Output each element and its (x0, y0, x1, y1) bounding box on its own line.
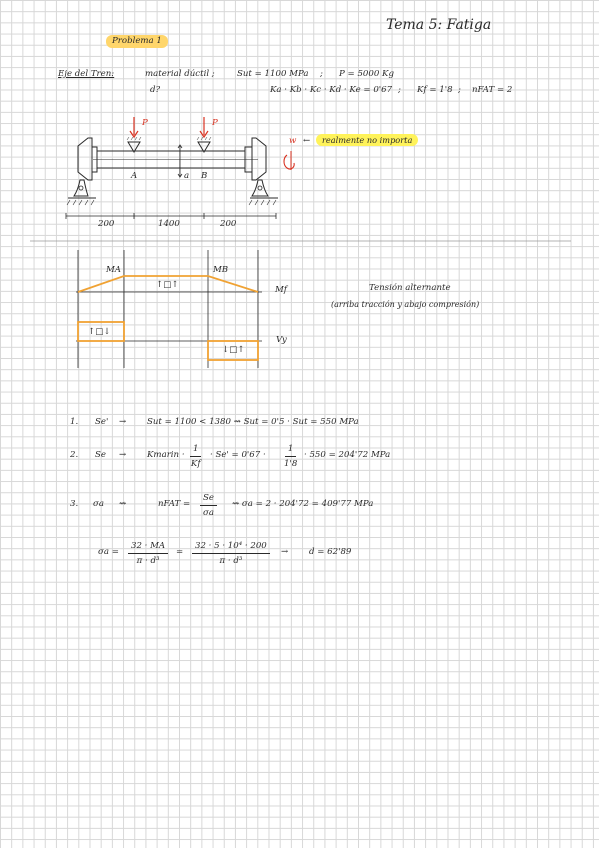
step-3-frac-denominator: σa (202, 508, 214, 518)
step-2-post: · 550 = 204'72 MPa (304, 450, 391, 460)
final-fraction-1: 32 · MA π · d³ (128, 541, 169, 566)
right-hub (244, 146, 253, 173)
mb-label: MB (213, 265, 229, 275)
statement-sep-1: ; (320, 69, 323, 79)
right-box-symbol: ↓□↑ (222, 345, 245, 355)
step-2-mid: · Se' = 0'67 · (210, 450, 266, 460)
omega-label: w (289, 136, 297, 146)
moment-curve (77, 275, 259, 293)
statement-factors: Ka · Kb · Kc · Kd · Ke = 0'67 (270, 85, 393, 95)
step-2-pre: Kmarin · (147, 450, 185, 460)
load-label-right: P (212, 118, 218, 128)
statement-label: Eje del Tren: (58, 69, 115, 79)
dim-right: 200 (220, 219, 237, 229)
left-support-pin (78, 185, 84, 191)
step-2-arrow: → (119, 450, 127, 460)
step-2-frac-1-denominator: Kf (190, 459, 201, 469)
load-label-left: P (142, 118, 148, 128)
step-2-frac-2-numerator: 1 (284, 444, 297, 457)
final-frac-1-denominator: π · d³ (136, 556, 160, 566)
left-hub (91, 146, 98, 173)
final-equals: = (176, 547, 184, 557)
step-3-pre: nFAT = (158, 499, 191, 509)
statement-material: material dúctil ; (145, 69, 215, 79)
step-1-symbol: Se' (95, 417, 109, 427)
step-3-symbol: σa (93, 499, 104, 509)
problem-tag: Problema 1 (106, 35, 168, 48)
step-1-arrow: → (119, 417, 127, 427)
final-frac-1-numerator: 32 · MA (128, 541, 169, 554)
statement-sep-2: ; (398, 85, 401, 95)
note-arrow: ← (303, 136, 311, 146)
rotation-icon (283, 154, 295, 170)
left-support (73, 179, 89, 197)
step-2-fraction-1: 1 Kf (190, 444, 202, 469)
dim-center: 1400 (158, 219, 180, 229)
right-support (251, 179, 269, 197)
statement-kf: Kf = 1'8 (417, 85, 453, 95)
center-stress-symbol: ↑□↑ (156, 280, 179, 290)
step-3-fraction: Se σa (200, 493, 217, 518)
step-2-number: 2. (70, 450, 79, 460)
statement-question: d? (150, 85, 161, 95)
page-title: Tema 5: Fatiga (386, 17, 492, 33)
statement-sep-3: ; (458, 85, 461, 95)
final-lhs: σa = (98, 547, 119, 557)
step-2-frac-1-numerator: 1 (190, 444, 202, 457)
section-label: a (184, 171, 190, 181)
final-frac-2-denominator: π · d³ (219, 556, 243, 566)
step-3-post: ⇝ σa = 2 · 204'72 = 409'77 MPa (232, 499, 374, 509)
statement-load: P = 5000 Kg (339, 69, 394, 79)
load-arrow-right (199, 130, 209, 139)
load-arrow-left (129, 130, 139, 139)
right-support-pin (257, 185, 263, 191)
right-wheel (251, 137, 267, 181)
support-a-triangle (127, 141, 141, 153)
note-highlight: realmente no importa (316, 134, 419, 147)
point-b-label: B (201, 171, 208, 181)
dim-left: 200 (98, 219, 115, 229)
left-box-symbol: ↑□↓ (88, 327, 111, 337)
stress-note-2: (arriba tracción y abajo compresión) (331, 300, 480, 309)
step-3-frac-numerator: Se (200, 493, 217, 506)
ma-label: MA (106, 265, 122, 275)
point-a-label: A (131, 171, 138, 181)
step-2-fraction-2: 1 1'8 (284, 444, 297, 469)
statement-nfat: nFAT = 2 (472, 85, 513, 95)
shear-right-box (207, 340, 259, 361)
left-wheel (77, 137, 93, 181)
step-1-text: Sut = 1100 < 1380 ⇝ Sut = 0'5 · Sut = 55… (147, 417, 359, 427)
final-arrow: → (281, 547, 289, 557)
stress-note-1: Tensión alternante (369, 283, 451, 293)
final-frac-2-numerator: 32 · 5 · 10⁴ · 200 (192, 541, 270, 554)
support-b-triangle (197, 141, 211, 153)
step-2-symbol: Se (95, 450, 106, 460)
final-fraction-2: 32 · 5 · 10⁴ · 200 π · d³ (192, 541, 270, 566)
final-result: d = 62'89 (309, 547, 352, 557)
step-3-arrow: ⇝ (119, 499, 127, 509)
vy-label: Vy (276, 335, 287, 345)
step-3-number: 3. (70, 499, 79, 509)
step-2-frac-2-denominator: 1'8 (284, 459, 298, 469)
shear-left-box (77, 321, 125, 342)
statement-sut: Sut = 1100 MPa (237, 69, 309, 79)
mf-label: Mf (275, 285, 287, 295)
step-1-number: 1. (70, 417, 79, 427)
